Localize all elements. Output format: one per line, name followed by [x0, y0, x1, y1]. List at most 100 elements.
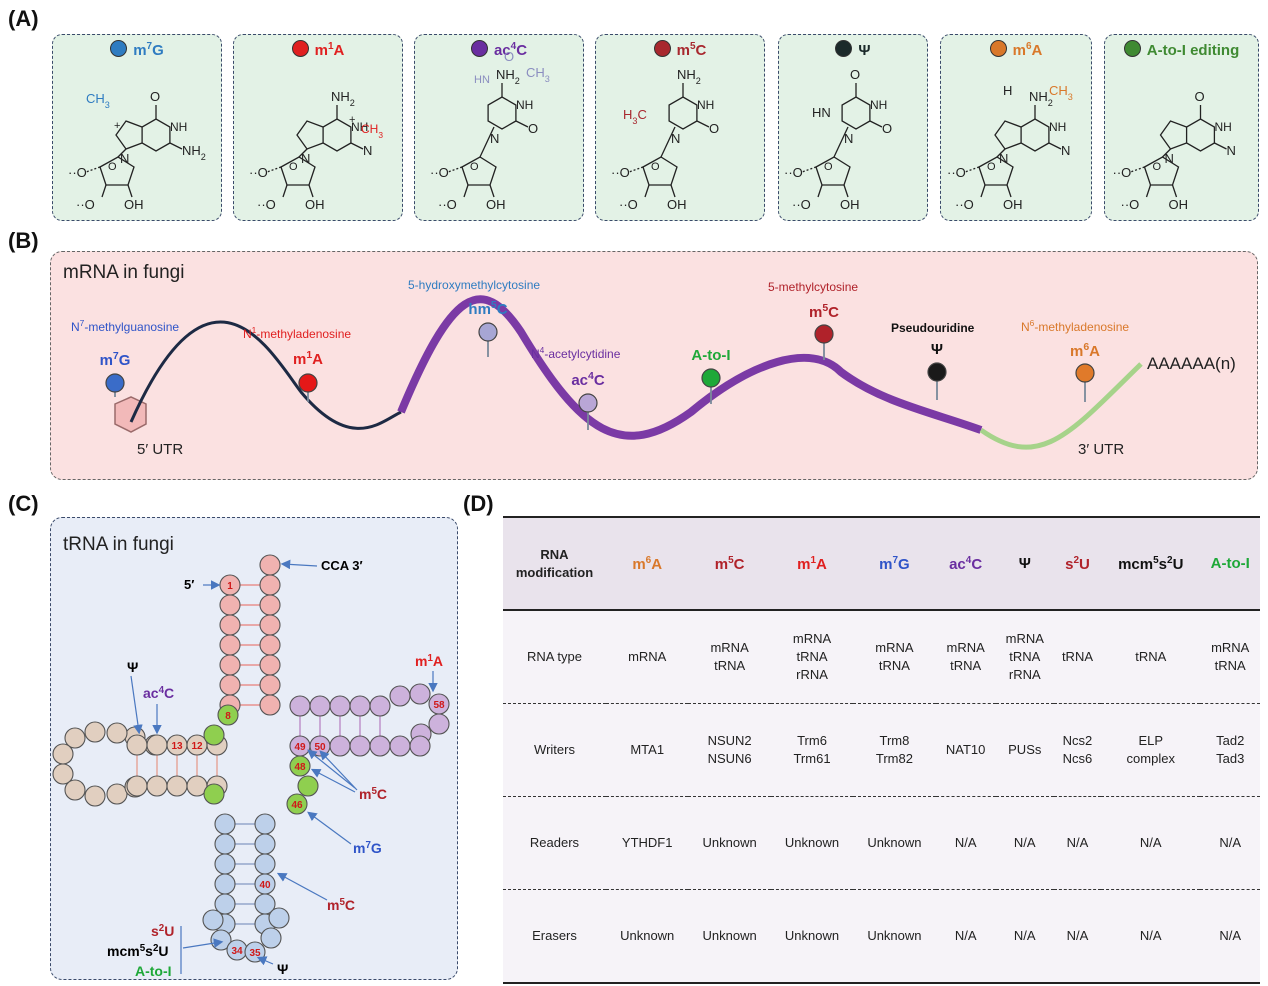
mod-label: A-to-I: [691, 347, 730, 364]
nucleotide-number: 48: [294, 762, 306, 773]
atom-right: N: [1061, 143, 1070, 158]
cell-line: Unknown: [702, 928, 757, 943]
mrna-5utr-strand: [129, 320, 402, 430]
nucleotide-circle: [260, 927, 282, 949]
atom-n9: N: [301, 151, 310, 166]
mod-fullname: 5-methylcytosine: [768, 280, 858, 294]
cell-line: Ncs2: [1062, 733, 1093, 748]
cell-line: NSUN6: [707, 751, 752, 766]
atom-nh: NH: [1049, 120, 1066, 134]
imidazole-ring: [115, 120, 143, 150]
cell-line: tRNA: [714, 658, 746, 673]
nucleotide-circle: [254, 853, 276, 875]
t-loop-nucleotide: [389, 685, 411, 707]
row-label: Erasers: [503, 889, 606, 984]
atom-n9: N: [1165, 151, 1174, 166]
nucleotide-circle: [428, 713, 450, 735]
psi-arrow-ac: [256, 956, 274, 966]
row-label: Writers: [503, 703, 606, 797]
nucleotide-number: 34: [231, 946, 243, 957]
anticodon-stem-nucleotide: 40: [254, 873, 276, 895]
mod-dot: [298, 373, 318, 393]
structure-header: m6A: [941, 40, 1091, 59]
imidazole-ring: [296, 120, 324, 150]
atom-5p-o: ··O: [249, 165, 268, 180]
ribose-bond-2p: [308, 184, 314, 198]
atom-top: NH2: [677, 67, 701, 86]
cca-label: CCA 3′: [321, 558, 363, 573]
column-header: ac4C: [935, 516, 996, 611]
nucleotide-circle: [217, 704, 239, 726]
side-bond: [169, 142, 183, 150]
t-loop-nucleotide: 58: [428, 693, 450, 715]
legend-dot-icon: [989, 40, 1007, 57]
nucleotide-circle: [254, 833, 276, 855]
atom-oh: OH: [667, 197, 687, 212]
table-cell: Unknown: [688, 796, 771, 890]
cell-line: N/A: [1219, 928, 1242, 943]
structure-name-sup: 4: [510, 41, 517, 52]
legend-dot-icon: [835, 40, 853, 57]
atom-5p-o: ··O: [611, 165, 630, 180]
atom-top: NH2: [331, 89, 355, 108]
anticodon-stem-nucleotide: [214, 853, 236, 875]
table-cell: Unknown: [688, 889, 771, 984]
variable-nucleotide: [203, 783, 225, 805]
table-cell: N/A: [995, 796, 1054, 890]
cell-line: Trm82: [875, 751, 913, 766]
base-ring: [1020, 118, 1050, 152]
mod-fullname: N7-methylguanosine: [71, 318, 179, 334]
mrna-diagram: m7GN7-methylguanosinem1AN1-methyladenosi…: [71, 278, 1236, 458]
anticodon-stem-nucleotide: [254, 813, 276, 835]
psi-arrow-d: [130, 675, 143, 735]
column-header: s2U: [1053, 516, 1102, 611]
col-base: A-to-I: [1210, 555, 1250, 572]
nucleotide-circle: [106, 783, 128, 805]
mrna-mod-a-to-i: A-to-I: [691, 347, 731, 404]
structure-name-rest: C: [516, 42, 528, 59]
ribose-bond-5p: [1130, 166, 1145, 173]
side-bond: [1048, 142, 1062, 150]
nucleotide-circle: [106, 722, 128, 744]
nucleotide-circle: [259, 674, 281, 696]
d-loop-nucleotide: [106, 783, 128, 805]
cell-line: Unknown: [784, 928, 840, 943]
atom-right: N: [1227, 143, 1236, 158]
side-bond: [515, 120, 529, 128]
ribose-bond-3p: [1145, 184, 1152, 198]
structure-name-sup: 1: [327, 41, 334, 52]
mrna-3utr-strand: [979, 362, 1143, 450]
cell-line: Unknown: [784, 835, 840, 850]
nucleotide-circle: [329, 735, 351, 757]
cell-line: Unknown: [867, 928, 922, 943]
variable-nucleotide: [203, 724, 225, 746]
t-stem-nucleotide: [349, 735, 371, 757]
nucleotide-circle: [64, 727, 86, 749]
table-cell: N/A: [1200, 796, 1260, 890]
cell-line: MTA1: [630, 742, 665, 757]
glycosidic-bond: [298, 148, 308, 158]
cell-line: N/A: [1066, 835, 1089, 850]
nucleotide-circle: [329, 695, 351, 717]
ribose-ring: [978, 156, 1014, 186]
base-ring: [322, 118, 352, 152]
cell-line: N/A: [1013, 835, 1036, 850]
structure-bonds: [964, 105, 1062, 198]
cell-line: mRNA: [792, 631, 832, 646]
cell-line: tRNA: [1135, 649, 1167, 664]
d-stem-nucleotide: [146, 734, 168, 756]
atom-plus: +: [114, 120, 120, 132]
column-header: m1A: [770, 516, 854, 611]
structure-name-rest: G: [152, 42, 164, 59]
atom-3p-o: ··O: [438, 197, 457, 212]
base-ring: [141, 118, 171, 152]
ac4c-label: ac4C: [143, 685, 174, 702]
